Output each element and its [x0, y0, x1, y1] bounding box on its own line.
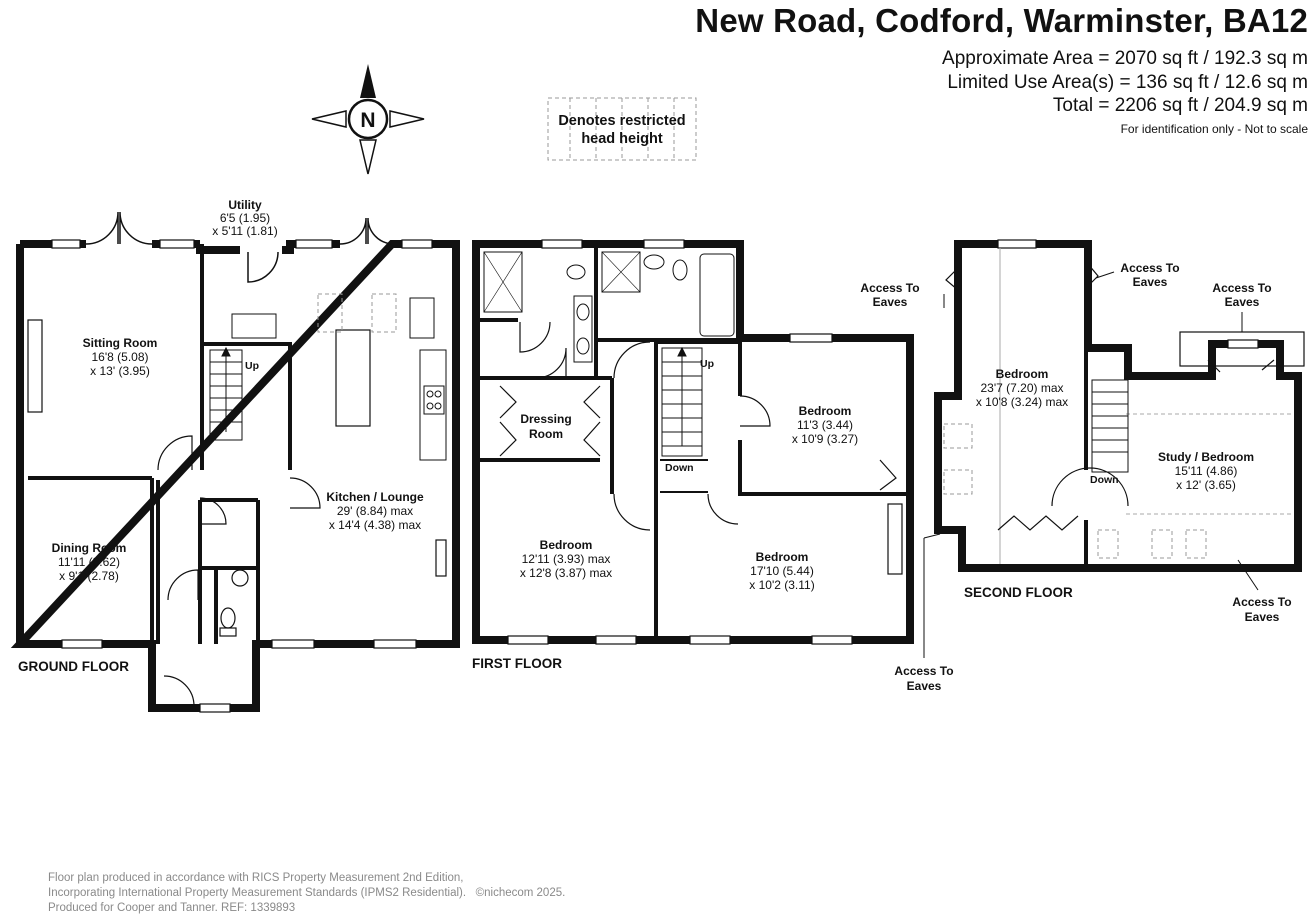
compass-icon: N: [311, 64, 425, 175]
bedroom-3-dim-1: 17'10 (5.44): [750, 564, 814, 578]
footer-line-2-row: Incorporating International Property Mea…: [48, 886, 565, 901]
bedroom-3-name: Bedroom: [756, 550, 809, 564]
dining-room-name: Dining Room: [52, 541, 127, 555]
second-floor-plan: [923, 239, 1305, 658]
bedroom-4-dim-2: x 10'8 (3.24) max: [976, 395, 1068, 409]
limited-use-area: Limited Use Area(s) = 136 sq ft / 12.6 s…: [947, 72, 1308, 93]
eaves-label-4a: Access To: [1232, 595, 1291, 609]
sitting-room-dim-2: x 13' (3.95): [90, 364, 150, 378]
bedroom-3-dim-2: x 10'2 (3.11): [749, 578, 814, 592]
eaves-label-4b: Eaves: [1245, 610, 1280, 624]
footer-line-3: Produced for Cooper and Tanner. REF: 133…: [48, 902, 296, 914]
utility-room-name: Utility: [228, 198, 262, 212]
eaves-label-5a: Access To: [894, 664, 953, 678]
dining-room-dim-1: 11'11 (3.62): [58, 555, 120, 569]
study-bedroom-dim-2: x 12' (3.65): [1176, 478, 1236, 492]
eaves-label-1b: Eaves: [873, 295, 908, 309]
restricted-height-legend: Denotes restricted head height: [547, 97, 697, 161]
bedroom-2-dim-1: 11'3 (3.44): [797, 418, 853, 432]
legend-line-1: Denotes restricted: [558, 113, 685, 129]
bedroom-2-name: Bedroom: [799, 404, 852, 418]
second-stairs-down-label: Down: [1090, 474, 1119, 486]
legend-line-2: head height: [581, 131, 663, 147]
property-title: New Road, Codford, Warminster, BA12: [695, 2, 1308, 39]
approximate-area: Approximate Area = 2070 sq ft / 192.3 sq…: [942, 48, 1308, 69]
scale-disclaimer: For identification only - Not to scale: [1120, 122, 1308, 136]
sitting-room-name: Sitting Room: [83, 336, 158, 350]
bedroom-1-dim-2: x 12'8 (3.87) max: [520, 566, 612, 580]
eaves-label-3b: Eaves: [1225, 295, 1260, 309]
kitchen-lounge-dim-1: 29' (8.84) max: [337, 504, 413, 518]
eaves-label-2a: Access To: [1120, 261, 1179, 275]
ground-stairs-up-label: Up: [245, 360, 259, 372]
ground-floor-plan: [10, 211, 460, 713]
first-floor-plan: [472, 239, 914, 645]
utility-room-dim-1: 6'5 (1.95): [220, 211, 270, 225]
compass-north-letter: N: [360, 109, 375, 132]
second-floor-label: SECOND FLOOR: [964, 585, 1073, 600]
sitting-room-dim-1: 16'8 (5.08): [92, 350, 149, 364]
eaves-label-3a: Access To: [1212, 281, 1271, 295]
utility-room-dim-2: x 5'11 (1.81): [212, 224, 277, 238]
dressing-room-name-1: Dressing: [520, 412, 571, 426]
study-bedroom-name: Study / Bedroom: [1158, 450, 1254, 464]
bedroom-1-dim-1: 12'11 (3.93) max: [522, 552, 611, 566]
footer-line-1: Floor plan produced in accordance with R…: [48, 872, 464, 884]
kitchen-lounge-name: Kitchen / Lounge: [326, 490, 424, 504]
study-bedroom-dim-1: 15'11 (4.86): [1175, 464, 1238, 478]
dressing-room-name-2: Room: [529, 427, 563, 441]
eaves-label-5b: Eaves: [907, 679, 942, 693]
bedroom-4-dim-1: 23'7 (7.20) max: [981, 381, 1064, 395]
kitchen-lounge-dim-2: x 14'4 (4.38) max: [329, 518, 421, 532]
footer-copyright: ©nichecom 2025.: [475, 887, 566, 899]
eaves-label-1a: Access To: [860, 281, 919, 295]
first-stairs-down-label: Down: [665, 462, 694, 474]
first-stairs-up-label: Up: [700, 358, 714, 370]
footer-line-2: Incorporating International Property Mea…: [48, 887, 467, 899]
dining-room-dim-2: x 9'1 (2.78): [59, 569, 119, 583]
footer-notes: Floor plan produced in accordance with R…: [48, 871, 565, 916]
ground-floor-label: GROUND FLOOR: [18, 659, 129, 674]
bedroom-1-name: Bedroom: [540, 538, 593, 552]
eaves-label-2b: Eaves: [1133, 275, 1168, 289]
bedroom-2-dim-2: x 10'9 (3.27): [792, 432, 858, 446]
first-floor-label: FIRST FLOOR: [472, 656, 562, 671]
total-area: Total = 2206 sq ft / 204.9 sq m: [1052, 95, 1308, 116]
bedroom-4-name: Bedroom: [996, 367, 1049, 381]
